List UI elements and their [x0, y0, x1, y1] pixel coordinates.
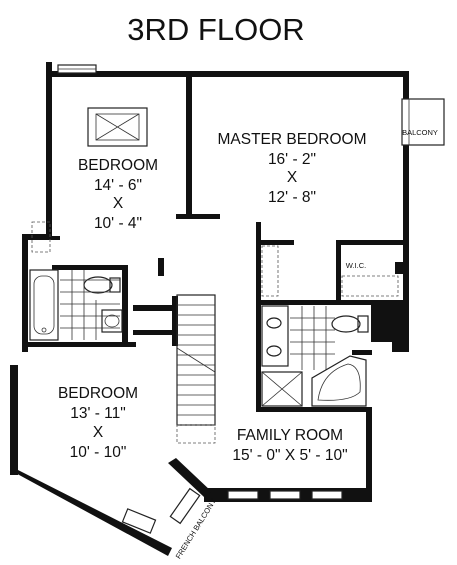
room-name: MASTER BEDROOM: [218, 131, 367, 148]
wic-label: W.I.C.: [346, 261, 366, 270]
room-x: X: [113, 195, 124, 212]
windows: [57, 64, 343, 534]
bathroom-left: [29, 269, 123, 341]
room-family-room: FAMILY ROOM 15' - 0" X 5' - 10": [232, 427, 347, 464]
room-name: FAMILY ROOM: [237, 427, 343, 444]
room-name: BEDROOM: [58, 385, 138, 402]
room-bedroom-upper: BEDROOM 14' - 6" X 10' - 4": [78, 157, 158, 232]
skylight: [87, 107, 148, 147]
master-bath: [261, 305, 369, 407]
room-dim-a: 14' - 6": [94, 177, 142, 194]
room-master-bedroom: MASTER BEDROOM 16' - 2" X 12' - 8": [218, 131, 367, 206]
room-x: X: [93, 424, 104, 441]
french-balcony: FRENCH BALCONY: [169, 487, 218, 560]
room-dim-b: 10' - 4": [94, 215, 142, 232]
balcony: BALCONY: [401, 98, 445, 146]
room-dim-b: 12' - 8": [268, 189, 316, 206]
staircase: [176, 294, 216, 444]
balcony-label: BALCONY: [402, 128, 438, 137]
floor-title: 3RD FLOOR: [127, 12, 304, 47]
room-name: BEDROOM: [78, 157, 158, 174]
room-dim-a: 16' - 2": [268, 151, 316, 168]
room-bedroom-lower: BEDROOM 13' - 11" X 10' - 10": [58, 385, 138, 461]
room-dim-b: 10' - 10": [70, 444, 127, 461]
room-dims: 15' - 0" X 5' - 10": [232, 447, 347, 464]
room-dim-a: 13' - 11": [70, 405, 126, 422]
room-x: X: [287, 169, 298, 186]
closet-upper: [31, 221, 51, 253]
interior-walls: [28, 77, 403, 412]
master-closets: W.I.C.: [261, 245, 399, 297]
